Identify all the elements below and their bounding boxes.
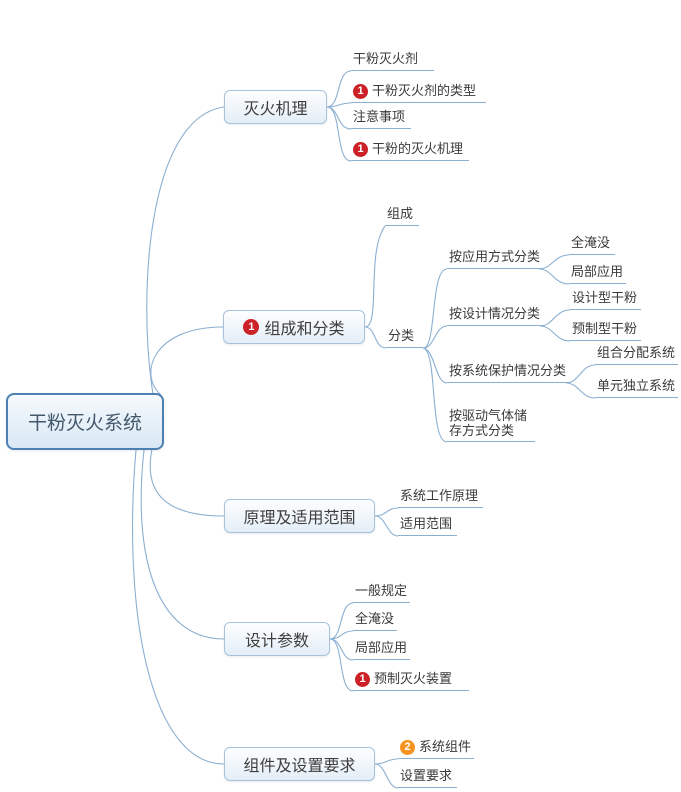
subtopic-total-flooding[interactable]: 全淹没 <box>569 235 615 255</box>
subtopic-dry-powder-agent[interactable]: 干粉灭火剂 <box>351 51 434 71</box>
subtopic-general-provisions[interactable]: 一般规定 <box>353 583 411 603</box>
subtopic-label: 预制灭火装置 <box>374 671 453 686</box>
topic-principle-and-scope[interactable]: 原理及适用范围 <box>224 499 375 533</box>
subtopic-notes[interactable]: 注意事项 <box>351 109 411 129</box>
subtopic-label: 干粉灭火剂的类型 <box>372 83 477 98</box>
topic-label: 组成和分类 <box>264 321 345 338</box>
subtopic-combined-distribution[interactable]: 组合分配系统 <box>595 345 679 365</box>
subtopic-label: 干粉的灭火机理 <box>372 141 464 156</box>
subtopic-classification[interactable]: 分类 <box>386 328 423 348</box>
subtopic-installation-requirements[interactable]: 设置要求 <box>398 768 457 788</box>
subtopic-by-design-condition[interactable]: 按设计情况分类 <box>447 306 544 326</box>
topic-extinguishing-mechanism[interactable]: 灭火机理 <box>224 90 327 124</box>
subtopic-working-principle[interactable]: 系统工作原理 <box>398 488 483 508</box>
subtopic-prefab-extinguishing-device[interactable]: 1 预制灭火装置 <box>353 671 469 691</box>
subtopic-agent-types[interactable]: 1 干粉灭火剂的类型 <box>351 83 486 103</box>
subtopic-composition[interactable]: 组成 <box>385 206 419 226</box>
subtopic-designed-powder[interactable]: 设计型干粉 <box>570 290 641 310</box>
subtopic-prefab-powder[interactable]: 预制型干粉 <box>570 321 641 341</box>
subtopic-by-protection-condition[interactable]: 按系统保护情况分类 <box>447 363 570 383</box>
priority-1-icon: 1 <box>353 83 368 99</box>
topic-label: 设计参数 <box>244 633 309 650</box>
topic-components-and-requirements[interactable]: 组件及设置要求 <box>224 747 375 781</box>
subtopic-by-driving-gas-storage[interactable]: 按驱动气体储存方式分类 <box>447 408 535 442</box>
subtopic-local-application[interactable]: 局部应用 <box>353 640 411 660</box>
priority-1-icon: 1 <box>355 671 370 687</box>
priority-1-icon: 1 <box>243 319 260 335</box>
subtopic-by-application-mode[interactable]: 按应用方式分类 <box>447 249 544 269</box>
subtopic-powder-mechanism[interactable]: 1 干粉的灭火机理 <box>351 141 469 161</box>
subtopic-label: 系统组件 <box>419 739 472 754</box>
priority-2-icon: 2 <box>400 739 415 755</box>
topic-design-parameters[interactable]: 设计参数 <box>224 622 330 656</box>
topic-label: 灭火机理 <box>243 101 308 118</box>
priority-1-icon: 1 <box>353 141 368 157</box>
root-topic-label: 干粉灭火系统 <box>27 413 142 434</box>
subtopic-unit-independent[interactable]: 单元独立系统 <box>595 378 679 398</box>
subtopic-local-application[interactable]: 局部应用 <box>569 264 627 284</box>
topic-label: 原理及适用范围 <box>243 510 356 527</box>
root-topic[interactable]: 干粉灭火系统 <box>6 393 164 450</box>
subtopic-total-flooding[interactable]: 全淹没 <box>353 611 398 631</box>
topic-label: 组件及设置要求 <box>243 758 356 775</box>
topic-composition-classification[interactable]: 1 组成和分类 <box>223 310 365 344</box>
subtopic-applicable-scope[interactable]: 适用范围 <box>398 516 457 536</box>
subtopic-system-components[interactable]: 2 系统组件 <box>398 739 475 759</box>
